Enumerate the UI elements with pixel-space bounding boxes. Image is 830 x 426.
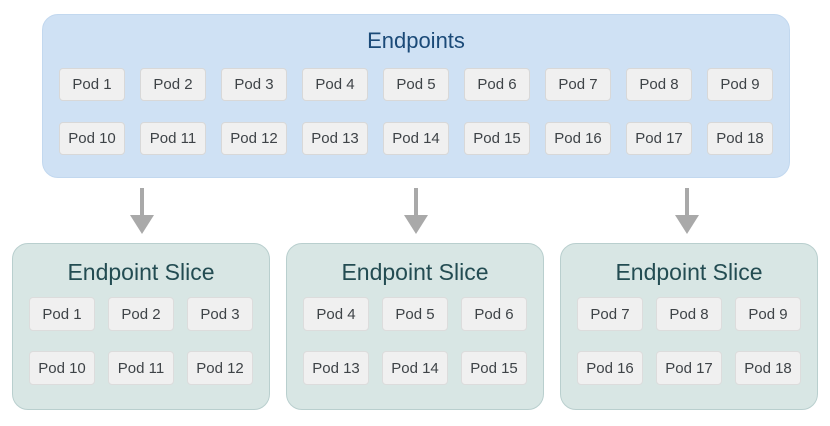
slice-pod-grid: Pod 7 Pod 8 Pod 9 Pod 16 Pod 17 Pod 18 <box>561 297 817 385</box>
pod-chip: Pod 15 <box>461 351 527 385</box>
pod-chip: Pod 5 <box>382 297 448 331</box>
endpoints-title: Endpoints <box>367 28 465 53</box>
pod-chip: Pod 18 <box>707 122 773 155</box>
pod-chip: Pod 3 <box>187 297 253 331</box>
arrow-down-icon <box>675 188 699 234</box>
endpoint-slice-title: Endpoint Slice <box>67 259 215 285</box>
pod-chip: Pod 10 <box>59 122 125 155</box>
pod-chip: Pod 14 <box>383 122 449 155</box>
endpoint-slice-box-2: Endpoint Slice Pod 4 Pod 5 Pod 6 Pod 13 … <box>286 243 544 410</box>
endpoint-slice-title: Endpoint Slice <box>341 259 489 285</box>
pod-chip: Pod 17 <box>656 351 722 385</box>
pod-chip: Pod 3 <box>221 68 287 101</box>
endpoint-slice-box-3: Endpoint Slice Pod 7 Pod 8 Pod 9 Pod 16 … <box>560 243 818 410</box>
pod-chip: Pod 4 <box>303 297 369 331</box>
slice-pod-grid: Pod 4 Pod 5 Pod 6 Pod 13 Pod 14 Pod 15 <box>287 297 543 385</box>
endpoint-slice-title: Endpoint Slice <box>615 259 763 285</box>
pod-chip: Pod 14 <box>382 351 448 385</box>
pod-chip: Pod 6 <box>461 297 527 331</box>
pod-chip: Pod 15 <box>464 122 530 155</box>
pod-chip: Pod 1 <box>29 297 95 331</box>
pod-chip: Pod 13 <box>302 122 368 155</box>
arrow-down-icon <box>404 188 428 234</box>
endpoints-box: Endpoints Pod 1 Pod 2 Pod 3 Pod 4 Pod 5 … <box>42 14 790 178</box>
pod-chip: Pod 2 <box>108 297 174 331</box>
pod-chip: Pod 9 <box>735 297 801 331</box>
pod-chip: Pod 7 <box>577 297 643 331</box>
pod-chip: Pod 8 <box>626 68 692 101</box>
pod-chip: Pod 16 <box>545 122 611 155</box>
pod-chip: Pod 18 <box>735 351 801 385</box>
pod-chip: Pod 5 <box>383 68 449 101</box>
pod-chip: Pod 7 <box>545 68 611 101</box>
pod-chip: Pod 12 <box>221 122 287 155</box>
pod-chip: Pod 10 <box>29 351 95 385</box>
slice-pod-grid: Pod 1 Pod 2 Pod 3 Pod 10 Pod 11 Pod 12 <box>13 297 269 385</box>
pod-chip: Pod 11 <box>108 351 174 385</box>
endpoints-pod-grid: Pod 1 Pod 2 Pod 3 Pod 4 Pod 5 Pod 6 Pod … <box>43 68 789 155</box>
pod-chip: Pod 16 <box>577 351 643 385</box>
pod-chip: Pod 9 <box>707 68 773 101</box>
pod-chip: Pod 17 <box>626 122 692 155</box>
pod-chip: Pod 12 <box>187 351 253 385</box>
pod-chip: Pod 11 <box>140 122 206 155</box>
pod-chip: Pod 4 <box>302 68 368 101</box>
pod-chip: Pod 2 <box>140 68 206 101</box>
endpoint-slice-box-1: Endpoint Slice Pod 1 Pod 2 Pod 3 Pod 10 … <box>12 243 270 410</box>
arrow-down-icon <box>130 188 154 234</box>
pod-chip: Pod 13 <box>303 351 369 385</box>
pod-chip: Pod 8 <box>656 297 722 331</box>
pod-chip: Pod 6 <box>464 68 530 101</box>
pod-chip: Pod 1 <box>59 68 125 101</box>
